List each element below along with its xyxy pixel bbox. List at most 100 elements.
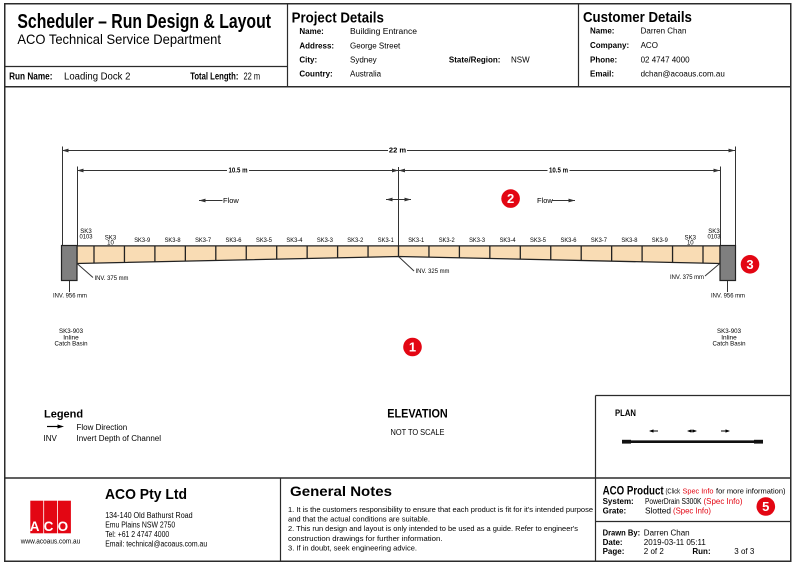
svg-text:NOT TO SCALE: NOT TO SCALE [391, 427, 445, 437]
svg-text:System:: System: [603, 497, 634, 506]
svg-text:10.5 m: 10.5 m [549, 166, 568, 175]
svg-text:1: 1 [409, 340, 416, 355]
svg-text:SK3-7: SK3-7 [591, 237, 607, 244]
svg-text:NSW: NSW [511, 56, 530, 65]
svg-text:3: 3 [746, 257, 753, 272]
svg-text:Customer Details: Customer Details [583, 9, 692, 26]
svg-text:Flow: Flow [223, 196, 239, 205]
svg-text:SK3-8: SK3-8 [165, 237, 181, 244]
svg-text:ACO Product: ACO Product [603, 486, 664, 498]
svg-text:SK3: SK3 [105, 234, 117, 241]
svg-text:General Notes: General Notes [290, 483, 392, 499]
svg-text:INV. 956 mm: INV. 956 mm [53, 293, 87, 300]
svg-text:0103: 0103 [80, 234, 93, 241]
svg-text:0103: 0103 [708, 234, 721, 241]
svg-text:SK3-9: SK3-9 [652, 237, 668, 244]
svg-text:INV. 375 mm: INV. 375 mm [95, 275, 129, 282]
svg-text:Catch Basin: Catch Basin [713, 341, 746, 348]
svg-text:Page:: Page: [603, 547, 625, 556]
svg-text:SK3-3: SK3-3 [469, 237, 485, 244]
svg-text:SK3-1: SK3-1 [408, 237, 424, 244]
svg-text:SK3-6: SK3-6 [561, 237, 577, 244]
svg-text:SK3-4: SK3-4 [286, 237, 302, 244]
svg-text:5: 5 [762, 499, 769, 514]
svg-text:Loading Dock 2: Loading Dock 2 [64, 72, 131, 83]
svg-text:Spec Info: Spec Info [683, 487, 714, 496]
svg-text:ELEVATION: ELEVATION [387, 409, 448, 421]
svg-text:Inline: Inline [63, 335, 79, 342]
svg-text:SK3-8: SK3-8 [621, 237, 637, 244]
svg-text:Name:: Name: [590, 27, 614, 36]
svg-text:Building Entrance: Building Entrance [350, 27, 418, 36]
svg-text:SK3-7: SK3-7 [195, 237, 211, 244]
svg-text:22 m: 22 m [389, 146, 407, 155]
svg-text:Flow Direction: Flow Direction [77, 423, 128, 432]
svg-text:ACO Pty Ltd: ACO Pty Ltd [105, 486, 187, 503]
svg-text:Total Length:: Total Length: [190, 72, 238, 83]
svg-text:3. If in doubt, seek engineeri: 3. If in doubt, seek engineering advice. [288, 544, 417, 553]
svg-text:SK3-6: SK3-6 [226, 237, 242, 244]
svg-text:SK3-5: SK3-5 [530, 237, 546, 244]
svg-text:Scheduler – Run Design & Layou: Scheduler – Run Design & Layout [17, 11, 271, 33]
svg-text:(Spec Info): (Spec Info) [704, 497, 743, 506]
svg-text:George Street: George Street [350, 41, 401, 50]
svg-text:(Click: (Click [666, 487, 681, 496]
svg-text:Inline: Inline [721, 335, 737, 342]
svg-text:Company:: Company: [590, 41, 629, 50]
svg-text:Run:: Run: [692, 547, 710, 556]
svg-text:Project Details: Project Details [292, 10, 384, 27]
svg-text:INV. 325 mm: INV. 325 mm [416, 268, 450, 275]
svg-text:INV. 956 mm: INV. 956 mm [711, 293, 745, 300]
svg-text:Emu Plains NSW 2750: Emu Plains NSW 2750 [105, 521, 175, 530]
svg-text:(Spec Info): (Spec Info) [673, 506, 711, 515]
svg-text:Country:: Country: [299, 70, 332, 79]
svg-text:Invert Depth of Channel: Invert Depth of Channel [77, 434, 162, 443]
svg-text:134-140 Old Bathurst Road: 134-140 Old Bathurst Road [105, 511, 193, 520]
svg-text:SK3: SK3 [708, 228, 720, 235]
svg-text:SK3-2: SK3-2 [347, 237, 363, 244]
svg-text:SK3: SK3 [685, 234, 697, 241]
svg-text:Tel: +61 2 4747 4000: Tel: +61 2 4747 4000 [105, 530, 169, 539]
svg-text:02 4747 4000: 02 4747 4000 [641, 56, 690, 65]
svg-text:INV: INV [44, 434, 58, 443]
svg-text:SK3-5: SK3-5 [256, 237, 272, 244]
svg-text:ACO: ACO [30, 519, 73, 534]
svg-text:2019-03-11 05:11: 2019-03-11 05:11 [644, 538, 707, 547]
svg-text:PLAN: PLAN [615, 408, 636, 419]
svg-text:PowerDrain S300K: PowerDrain S300K [645, 497, 702, 506]
svg-text:2 of 2: 2 of 2 [644, 547, 665, 556]
svg-text:City:: City: [299, 56, 317, 65]
svg-text:www.acoaus.com.au: www.acoaus.com.au [20, 539, 81, 546]
svg-text:SK3-4: SK3-4 [500, 237, 516, 244]
svg-text:Address:: Address: [299, 41, 334, 50]
svg-text:SK3-2: SK3-2 [439, 237, 455, 244]
svg-text:SK3-3: SK3-3 [317, 237, 333, 244]
svg-text:Name:: Name: [299, 27, 323, 36]
svg-text:Darren Chan: Darren Chan [641, 27, 687, 36]
svg-text:Catch Basin: Catch Basin [55, 341, 88, 348]
svg-text:Email: technical@acoaus.com.au: Email: technical@acoaus.com.au [105, 539, 207, 548]
svg-text:1. It is the customers respons: 1. It is the customers responsibility to… [288, 505, 593, 514]
svg-text:3 of 3: 3 of 3 [734, 547, 755, 556]
svg-text:Date:: Date: [603, 538, 623, 547]
svg-text:SK3-903: SK3-903 [59, 328, 83, 335]
svg-text:Sydney: Sydney [350, 56, 377, 65]
svg-text:construction drawings for furt: construction drawings for further inform… [288, 534, 443, 543]
svg-text:Australia: Australia [350, 70, 382, 79]
svg-text:SK3-903: SK3-903 [717, 328, 741, 335]
svg-text:2. This run design and layout: 2. This run design and layout is only in… [288, 524, 578, 533]
svg-text:dchan@acoaus.com.au: dchan@acoaus.com.au [641, 70, 725, 79]
svg-text:SK3: SK3 [80, 228, 92, 235]
svg-text:Legend: Legend [44, 409, 83, 421]
svg-text:ACO: ACO [641, 41, 658, 50]
svg-text:State/Region:: State/Region: [449, 56, 501, 65]
svg-text:for more information): for more information) [716, 487, 786, 496]
svg-text:Drawn By:: Drawn By: [603, 529, 641, 538]
svg-text:SK3-1: SK3-1 [378, 237, 394, 244]
svg-text:2: 2 [507, 191, 514, 206]
svg-text:10.5 m: 10.5 m [229, 166, 248, 175]
svg-text:Flow: Flow [537, 196, 553, 205]
svg-text:SK3-9: SK3-9 [134, 237, 150, 244]
svg-text:Email:: Email: [590, 70, 614, 79]
svg-text:ACO Technical Service Departme: ACO Technical Service Department [17, 31, 221, 47]
